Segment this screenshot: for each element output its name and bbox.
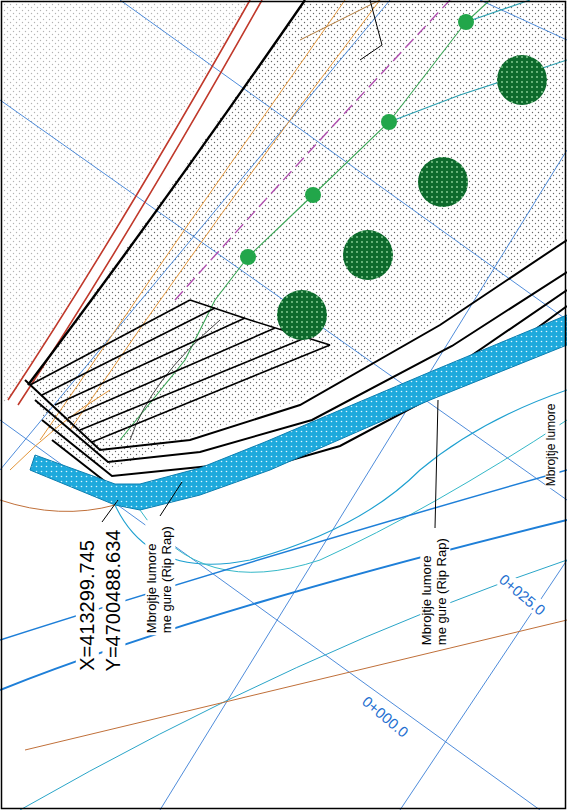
brown-line [0, 500, 115, 511]
terrain-fill [0, 0, 250, 405]
tree [497, 55, 547, 105]
hatch-line [68, 328, 275, 418]
thin-line [130, 320, 220, 440]
callout-note: Mbrojtje lumore [545, 402, 559, 489]
grid-line [480, 0, 567, 40]
utility-line [300, 0, 380, 40]
teal-line [466, 0, 530, 22]
grid-line [0, 0, 390, 470]
callout-note: Mbrojtje lumore me gure (Rip Rap) [420, 533, 450, 648]
tree [418, 157, 468, 207]
coordinate-label: X=413299.745 [76, 538, 99, 673]
shrub [240, 249, 256, 265]
utility-line [40, 0, 345, 440]
leader-line [160, 482, 182, 516]
callout-note: Mbrojtje lumore me gure (Rip Rap) [145, 521, 175, 636]
shrub [458, 14, 474, 30]
trees [240, 14, 547, 340]
stream-line [115, 390, 567, 564]
shrub [381, 114, 397, 130]
road-edge [18, 0, 262, 405]
leader-lines [102, 400, 438, 528]
thin-lines [120, 0, 567, 440]
stream-line [140, 420, 567, 572]
shrub [305, 187, 321, 203]
road-edge [8, 0, 250, 400]
hatch-line [30, 300, 190, 385]
axis-dashed [175, 0, 450, 300]
boundary-line [28, 0, 305, 385]
coordinate-label: Y=4700488.634 [103, 527, 126, 673]
leader-line [102, 500, 118, 522]
profile-line [0, 520, 567, 690]
hatch-line [92, 345, 330, 442]
survey-line [360, 0, 382, 60]
utility-line [70, 0, 380, 430]
stream-lines [0, 390, 567, 810]
tree [277, 290, 327, 340]
tree [343, 230, 393, 280]
leader-line [435, 400, 438, 528]
hatch-line [42, 308, 215, 395]
rip-rap-band [30, 315, 567, 510]
hatch-line [80, 338, 305, 430]
